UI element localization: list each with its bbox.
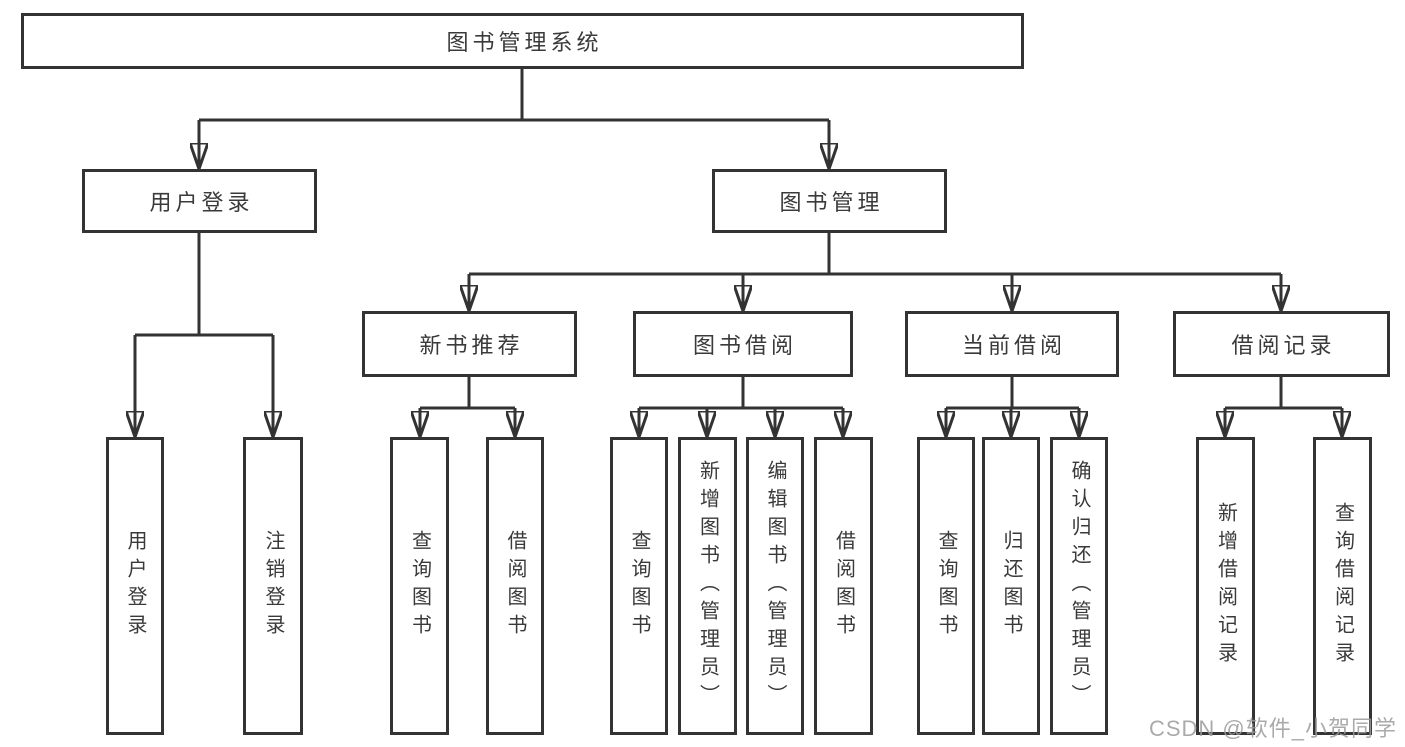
node-new-book-recommend: 新书推荐 xyxy=(362,311,577,377)
node-library-management-system: 图书管理系统 xyxy=(21,13,1024,69)
leaf-query-books-borrow: 查询图书 xyxy=(610,437,668,735)
connector-book-borrow-to-leaves xyxy=(639,377,843,437)
csdn-watermark: CSDN @软件_小贺同学 xyxy=(1148,716,1397,741)
leaf-add-borrow-record: 新增借阅记录 xyxy=(1196,437,1255,735)
connector-new-book-recommend-to-leaves xyxy=(420,377,515,437)
leaf-query-books-current: 查询图书 xyxy=(917,437,975,735)
leaf-query-borrow-record: 查询借阅记录 xyxy=(1313,437,1372,735)
leaf-logout: 注销登录 xyxy=(243,437,303,735)
node-user-login: 用户登录 xyxy=(82,169,317,233)
leaf-add-books-admin: 新增图书（管理员） xyxy=(678,437,737,735)
node-current-borrow: 当前借阅 xyxy=(905,311,1119,377)
leaf-borrow-books: 借阅图书 xyxy=(814,437,873,735)
leaf-return-books: 归还图书 xyxy=(982,437,1040,735)
leaf-query-books-recommend: 查询图书 xyxy=(390,437,449,735)
node-book-management: 图书管理 xyxy=(712,169,947,233)
node-borrow-record: 借阅记录 xyxy=(1173,311,1390,377)
connector-root-to-level2 xyxy=(199,69,829,169)
leaf-edit-books-admin: 编辑图书（管理员） xyxy=(746,437,804,735)
connector-book-mgmt-to-level3 xyxy=(469,233,1281,311)
leaf-borrow-books-recommend: 借阅图书 xyxy=(486,437,544,735)
leaf-user-login: 用户登录 xyxy=(106,437,164,735)
connector-borrow-record-to-leaves xyxy=(1225,377,1342,437)
connector-current-borrow-to-leaves xyxy=(946,377,1079,437)
node-book-borrow: 图书借阅 xyxy=(633,311,853,377)
connector-user-login-to-leaves xyxy=(135,233,273,437)
leaf-confirm-return-admin: 确认归还（管理员） xyxy=(1050,437,1108,735)
